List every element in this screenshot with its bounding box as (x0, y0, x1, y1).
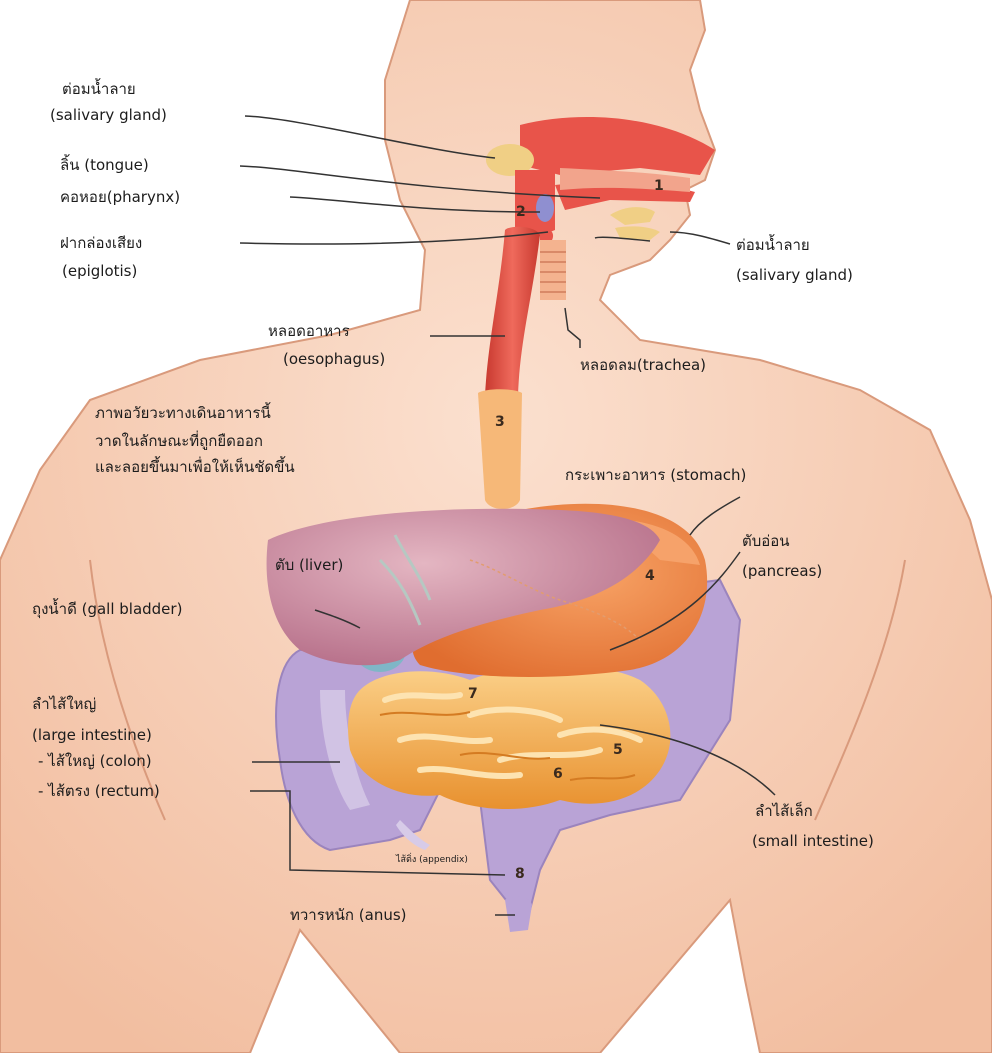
label-oesophagus-th: หลอดอาหาร (268, 322, 350, 340)
label-salivary-gland-right-en: (salivary gland) (736, 266, 853, 284)
label-pancreas-en: (pancreas) (742, 562, 822, 580)
label-salivary-gland-right-th: ต่อมน้ำลาย (736, 236, 810, 254)
label-trachea: หลอดลม(trachea) (580, 356, 706, 374)
note-line-2: วาดในลักษณะที่ถูกยืดออก (95, 432, 263, 450)
label-large-intestine-en: (large intestine) (32, 726, 152, 744)
label-oesophagus-en: (oesophagus) (283, 350, 385, 368)
number-3-oesophagus: 3 (495, 414, 505, 430)
label-salivary-gland-en: (salivary gland) (50, 106, 167, 124)
label-salivary-gland-th: ต่อมน้ำลาย (62, 80, 136, 98)
small-intestine-shape (348, 665, 670, 809)
note-line-3: และลอยขึ้นมาเพื่อให้เห็นชัดขึ้น (95, 458, 295, 476)
label-small-intestine-th: ลำไส้เล็ก (755, 802, 813, 820)
label-colon: - ไส้ใหญ่ (colon) (38, 752, 152, 770)
label-tongue: ลิ้น (tongue) (60, 156, 149, 174)
note-line-1: ภาพอวัยวะทางเดินอาหารนี้ (95, 404, 271, 422)
number-8-rectum: 8 (515, 866, 525, 882)
label-gall-bladder: ถุงน้ำดี (gall bladder) (32, 600, 182, 618)
label-pharynx: คอหอย(pharynx) (60, 188, 180, 206)
label-epiglottis-th: ฝากล่องเสียง (60, 234, 142, 252)
label-rectum: - ไส้ตรง (rectum) (38, 782, 160, 800)
number-7-duodenum: 7 (468, 686, 478, 702)
label-anus: ทวารหนัก (anus) (290, 906, 407, 924)
number-4-stomach: 4 (645, 568, 655, 584)
label-small-intestine-en: (small intestine) (752, 832, 874, 850)
number-5-small-intestine: 5 (613, 742, 623, 758)
number-2-pharynx: 2 (516, 204, 526, 220)
label-pancreas-th: ตับอ่อน (742, 532, 790, 550)
label-epiglottis-en: (epiglotis) (62, 262, 137, 280)
liver-stomach-group (267, 504, 708, 677)
label-large-intestine-th: ลำไส้ใหญ่ (32, 695, 96, 713)
number-1-mouth: 1 (654, 178, 664, 194)
label-appendix: ไส้ติ่ง (appendix) (396, 855, 468, 866)
label-stomach: กระเพาะอาหาร (stomach) (565, 466, 746, 484)
label-liver: ตับ (liver) (275, 556, 343, 574)
number-6-small-intestine: 6 (553, 766, 563, 782)
trachea-shape (540, 240, 566, 300)
